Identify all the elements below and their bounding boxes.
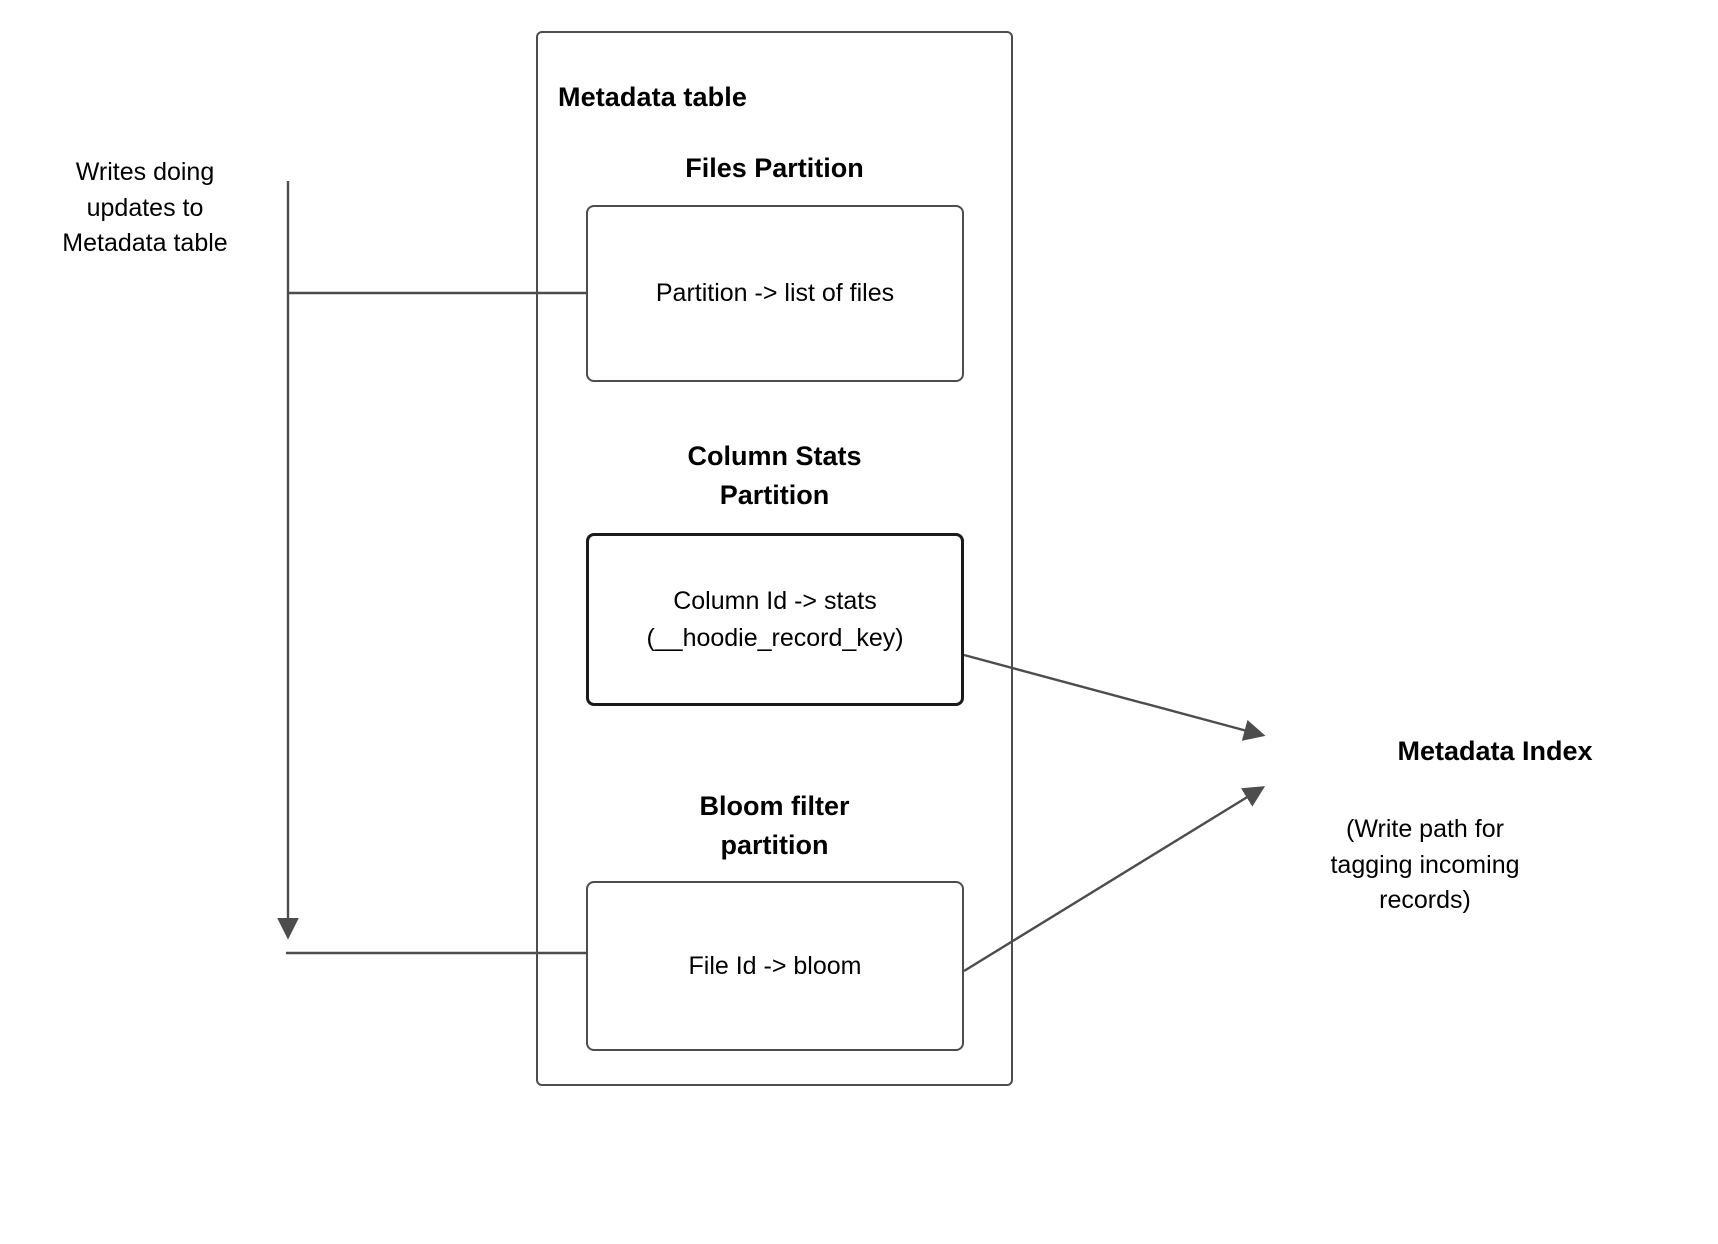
metadata-index-title: Metadata Index bbox=[1397, 736, 1593, 766]
column-stats-partition-box: Column Id -> stats (__hoodie_record_key) bbox=[586, 533, 964, 706]
column-stats-partition-box-text: Column Id -> stats (__hoodie_record_key) bbox=[646, 587, 904, 652]
files-partition-heading: Files Partition bbox=[685, 153, 864, 183]
bloom-filter-partition-heading: Bloom filter partition bbox=[699, 791, 850, 861]
files-partition-box-text: Partition -> list of files bbox=[655, 279, 895, 308]
files-partition-box: Partition -> list of files bbox=[586, 205, 964, 382]
metadata-table-title: Metadata table bbox=[558, 82, 747, 112]
metadata-index-caption: (Write path for tagging incoming records… bbox=[1330, 815, 1520, 914]
column-stats-partition-heading: Column Stats Partition bbox=[687, 441, 862, 511]
writes-doing-updates-label: Writes doing updates to Metadata table bbox=[62, 158, 228, 257]
bloom-filter-partition-box: File Id -> bloom bbox=[586, 881, 964, 1051]
bloom-filter-partition-box-text: File Id -> bloom bbox=[688, 951, 862, 980]
metadata-table-container bbox=[536, 31, 1013, 1086]
